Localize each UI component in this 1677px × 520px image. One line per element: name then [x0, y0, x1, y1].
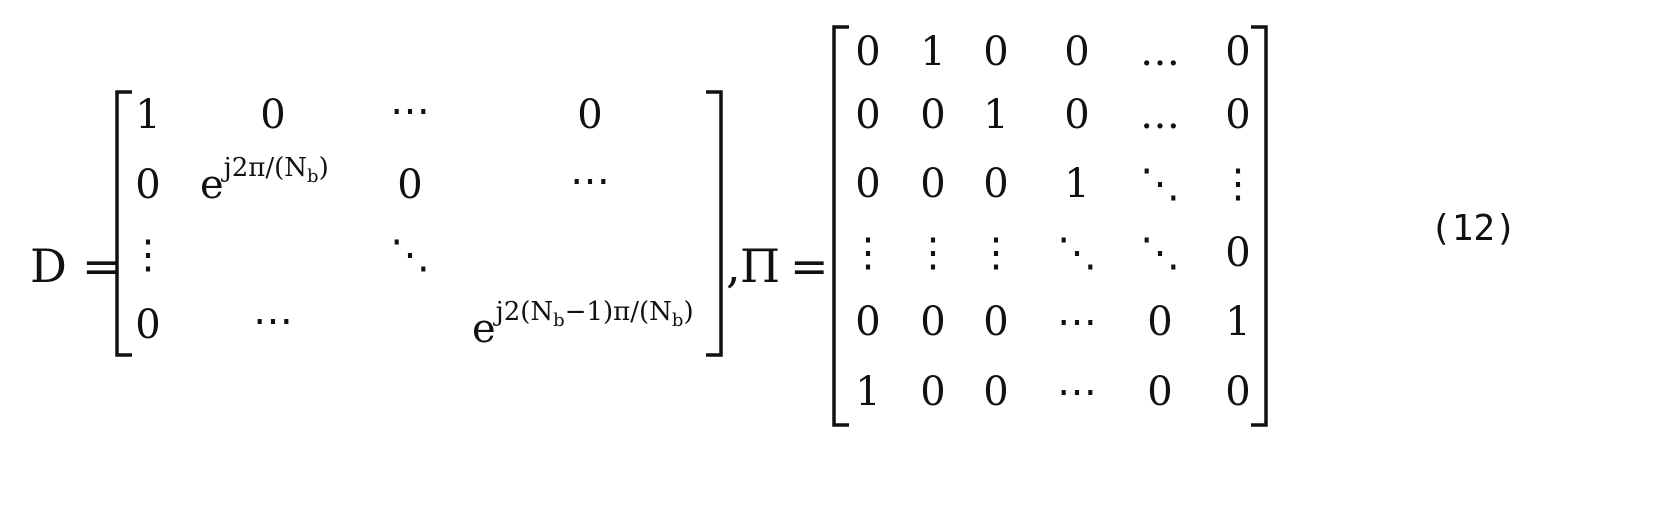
matrix-pi-cell: 0 [920, 369, 945, 415]
equation-number: (12) [1430, 208, 1517, 249]
matrix-pi-cell: 1 [920, 29, 945, 75]
matrix-pi-cell: 0 [983, 29, 1008, 75]
matrix-pi-cell: 0 [855, 92, 880, 138]
matrix-pi-cell: 0 [1225, 369, 1250, 415]
matrix-pi-cell: 0 [983, 369, 1008, 415]
matrix-pi-cell: 0 [1147, 299, 1172, 345]
matrix-d-cell: 0 [135, 162, 160, 208]
separator-comma: , [726, 239, 741, 293]
matrix-pi-cell: ⋮ [913, 230, 953, 276]
matrix-pi-cell: … [1140, 29, 1180, 75]
matrix-d-cell: 0 [135, 302, 160, 348]
matrix-pi-cell: 0 [920, 299, 945, 345]
matrix-d-vdots: ⋮ [128, 232, 168, 278]
matrix-pi-cell: ⋱ [1140, 161, 1180, 207]
matrix-pi-cell: 0 [855, 29, 880, 75]
matrix-pi-cell: 0 [1225, 230, 1250, 276]
matrix-pi-left-bracket [834, 27, 849, 425]
symbol-pi: Π [740, 239, 780, 293]
matrix-pi-cell: ⋮ [976, 230, 1016, 276]
matrix-pi-cell: 0 [983, 299, 1008, 345]
matrix-d-cell: 1 [135, 92, 160, 138]
matrix-d-exponential-entry: ej2(Nb−1)π/(Nb) [472, 297, 694, 352]
equals-sign-2: = [790, 239, 829, 293]
matrix-pi-cell: … [1140, 92, 1180, 138]
matrix-pi-cell: ⋮ [848, 230, 888, 276]
matrix-pi-cell: 0 [1225, 92, 1250, 138]
matrix-pi: 0100…00010…00001⋱⋮⋮⋮⋮⋱⋱0000⋯01100⋯00 [848, 29, 1258, 415]
matrix-d-cell: ⋯ [253, 298, 293, 344]
matrix-d-cell: ⋯ [570, 158, 610, 204]
matrix-pi-cell: ⋱ [1140, 230, 1180, 276]
symbol-d: D [30, 239, 67, 293]
matrix-d-ddots: ⋱ [390, 232, 430, 278]
matrix-d-cell: ⋯ [390, 88, 430, 134]
matrix-d-exponential-entry: ej2π/(Nb) [200, 153, 329, 208]
matrix-pi-cell: 0 [920, 92, 945, 138]
equals-sign-1: = [82, 239, 121, 293]
matrix-pi-cell: ⋱ [1057, 230, 1097, 276]
matrix-d-cell: 0 [260, 92, 285, 138]
matrix-pi-cell: 0 [855, 161, 880, 207]
matrix-pi-cell: ⋯ [1057, 369, 1097, 415]
matrix-pi-cell: ⋮ [1218, 161, 1258, 207]
matrix-d-right-bracket [706, 92, 721, 355]
matrix-pi-cell: 0 [855, 299, 880, 345]
matrix-pi-right-bracket [1251, 27, 1266, 425]
matrix-pi-cell: 0 [1225, 29, 1250, 75]
matrix-pi-cell: 0 [920, 161, 945, 207]
matrix-pi-cell: 0 [1147, 369, 1172, 415]
matrix-d: 1 0 ⋯ 0 0 ej2π/(Nb) 0 ⋯ ⋮ ⋱ 0 ⋯ ej2(Nb−1… [128, 88, 694, 352]
matrix-pi-cell: ⋯ [1057, 299, 1097, 345]
matrix-pi-cell: 1 [855, 369, 880, 415]
matrix-pi-cell: 0 [1064, 92, 1089, 138]
matrix-d-cell: 0 [397, 162, 422, 208]
matrix-d-left-bracket [117, 92, 132, 355]
matrix-pi-cell: 1 [1064, 161, 1089, 207]
matrix-pi-cell: 0 [983, 161, 1008, 207]
matrix-pi-cell: 1 [983, 92, 1008, 138]
matrix-pi-cell: 0 [1064, 29, 1089, 75]
matrix-pi-cell: 1 [1225, 299, 1250, 345]
matrix-d-cell: 0 [577, 92, 602, 138]
